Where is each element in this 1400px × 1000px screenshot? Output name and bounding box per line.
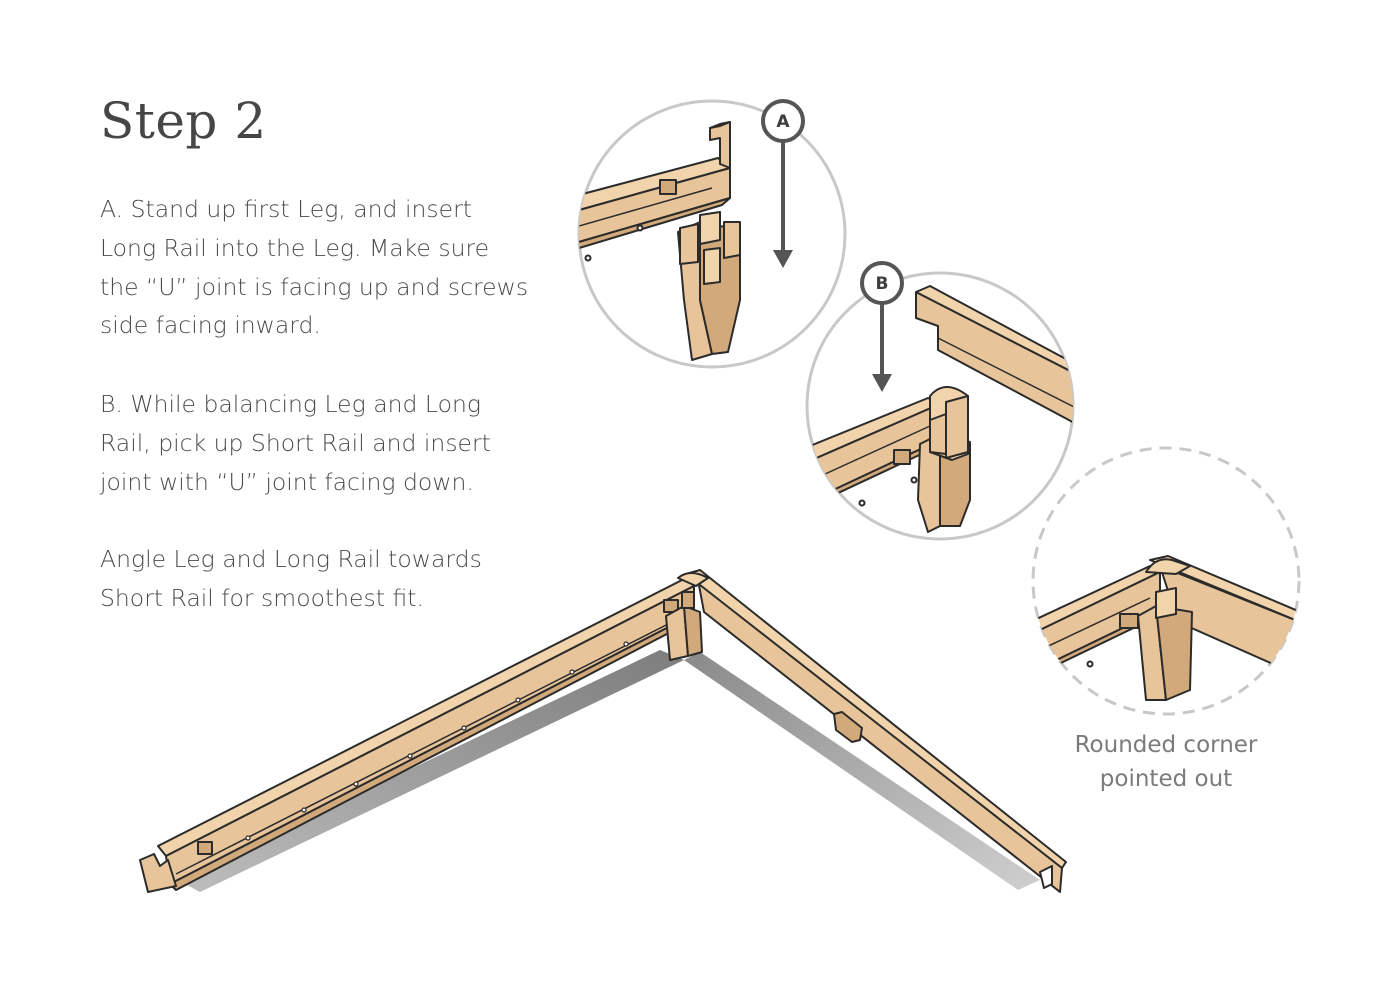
instruction-angle-tip: Angle Leg and Long Rail towards Short Ra… xyxy=(100,545,482,612)
detail-circle-a xyxy=(577,99,847,369)
main-frame-illustration xyxy=(139,569,1067,893)
rounded-corner-caption: Rounded corner pointed out xyxy=(1074,732,1258,792)
arrow-down-icon xyxy=(872,374,892,392)
page-title: Step 2 xyxy=(100,92,267,150)
instruction-b: B. While balancing Leg and Long Rail, pi… xyxy=(100,390,491,496)
detail-circle-rounded-corner xyxy=(1031,446,1301,716)
callout-a: A xyxy=(761,99,805,268)
callout-b: B xyxy=(860,261,904,392)
instruction-a: A. Stand up first Leg, and insert Long R… xyxy=(100,195,529,340)
badge-a-label: A xyxy=(776,112,790,132)
badge-b-label: B xyxy=(876,274,889,294)
detail-circle-b xyxy=(805,271,1075,541)
arrow-down-icon xyxy=(773,250,793,268)
